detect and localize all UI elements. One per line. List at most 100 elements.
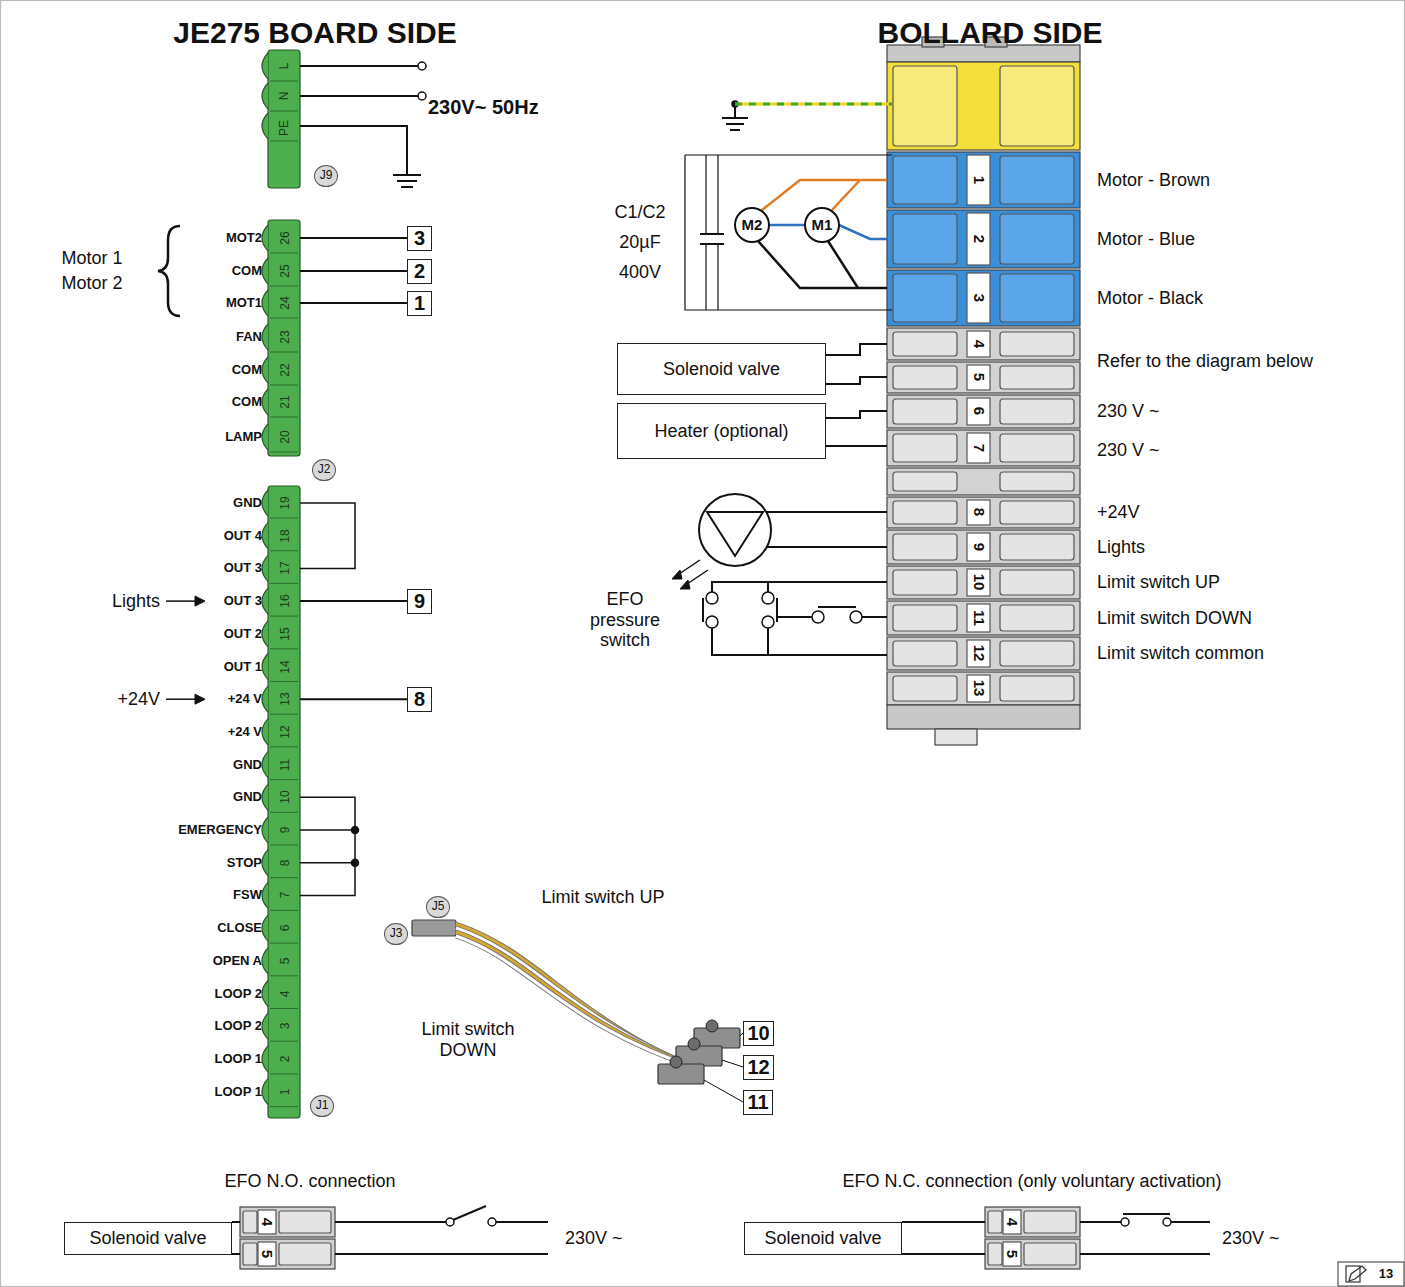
wire-label: Lights xyxy=(112,591,160,612)
terminal-number: 10 xyxy=(970,574,987,591)
terminal-number-plate xyxy=(967,213,990,265)
terminal-row xyxy=(240,1207,335,1237)
screw-clamp xyxy=(988,1243,1002,1265)
connector-scallop xyxy=(262,915,268,941)
screw-clamp xyxy=(893,434,957,462)
pin-name: LOOP 1 xyxy=(215,1051,262,1066)
wire xyxy=(826,344,887,355)
screw-clamp xyxy=(1000,534,1074,560)
motor-wire-blue xyxy=(769,224,805,227)
connector-scallop xyxy=(262,1046,268,1072)
motor-wire-brown xyxy=(832,180,860,210)
wire xyxy=(712,582,887,592)
terminal-row xyxy=(887,152,1080,208)
terminal-row xyxy=(887,362,1080,393)
terminal-number-plate xyxy=(1003,1242,1021,1266)
wire xyxy=(335,1221,446,1223)
switch-contact xyxy=(762,616,774,628)
terminal-row xyxy=(887,62,1080,150)
pin-divider xyxy=(270,352,298,353)
wire xyxy=(496,1221,548,1223)
wire-label: Motor 1 xyxy=(61,248,122,269)
wire-label: 20µF xyxy=(619,232,660,253)
terminal-row xyxy=(985,1239,1080,1269)
wire xyxy=(1171,1221,1210,1223)
edit-icon xyxy=(1349,1266,1366,1281)
terminal-number-plate xyxy=(967,331,990,357)
junction-dot xyxy=(352,859,359,866)
connector-scallop xyxy=(262,784,268,810)
terminal-number: 2 xyxy=(970,235,987,243)
screw-clamp xyxy=(893,332,957,356)
pin-number: 18 xyxy=(279,529,293,542)
connector-scallop xyxy=(262,654,268,680)
pin-number: 11 xyxy=(279,758,293,770)
wire-label: Limit switch DOWN xyxy=(1097,608,1252,629)
pin-name: EMERGENCY xyxy=(178,823,262,838)
terminal-number: 5 xyxy=(1003,1250,1020,1258)
wire-number-box: 11 xyxy=(743,1090,773,1115)
pin-name: COM xyxy=(232,363,262,378)
terminal-number-plate xyxy=(967,365,990,390)
screw-clamp xyxy=(893,676,957,701)
connector-scallop xyxy=(262,555,268,581)
node-text: 10 xyxy=(747,1022,769,1045)
wire-label: Limit switch common xyxy=(1097,643,1264,664)
capacitor-plate xyxy=(712,243,724,245)
pin-name: OPEN A xyxy=(213,953,262,968)
terminal-row xyxy=(887,328,1080,360)
wire-label: 230 V ~ xyxy=(1097,401,1160,422)
heater-box: Heater (optional) xyxy=(617,403,826,459)
screw-clamp xyxy=(1000,366,1074,389)
jumper-wire xyxy=(300,503,355,568)
terminal-number-plate xyxy=(967,433,990,463)
switch-contact xyxy=(762,592,774,604)
supply-label: 230V~ 50Hz xyxy=(428,96,539,119)
wire xyxy=(902,1221,985,1223)
node-text: 9 xyxy=(414,590,425,613)
terminal-row xyxy=(887,468,1080,495)
connector-scallop xyxy=(262,752,268,778)
pin-divider xyxy=(270,746,298,747)
terminal-row xyxy=(240,1239,335,1269)
ground-symbol xyxy=(726,123,744,125)
terminal-number: 1 xyxy=(970,176,987,184)
pin-divider xyxy=(270,81,298,82)
pin-name: GND xyxy=(233,790,262,805)
pin-name: COM xyxy=(232,395,262,410)
pin-number: 1 xyxy=(279,1088,293,1095)
screw-clamp xyxy=(243,1211,257,1233)
wire-label: EFO N.C. connection (only voluntary acti… xyxy=(842,1171,1221,1192)
wire xyxy=(232,1221,240,1223)
connector-scallop xyxy=(262,948,268,974)
capacitor-plate xyxy=(700,243,712,245)
wire-label: Limit switch UP xyxy=(1097,572,1220,593)
wire xyxy=(765,546,887,548)
pin-number: 22 xyxy=(279,363,293,376)
strip-end-cap xyxy=(887,705,1080,729)
terminal-number: 4 xyxy=(970,340,987,348)
node-text: 1 xyxy=(414,292,425,315)
terminal-number-plate xyxy=(967,155,990,205)
junction-dot xyxy=(352,827,359,834)
pin-number: N xyxy=(278,92,292,101)
pin-divider xyxy=(270,1008,298,1009)
pin-number: 10 xyxy=(279,791,293,804)
earth-wire xyxy=(735,103,892,106)
screw-clamp xyxy=(893,534,957,560)
pin-divider xyxy=(270,518,298,519)
pin-name: GND xyxy=(233,496,262,511)
pin-name: LAMP xyxy=(225,430,262,445)
pointer-arrow xyxy=(166,698,196,700)
connector-scallop xyxy=(262,113,268,139)
wire xyxy=(767,628,769,655)
pin-divider xyxy=(270,318,298,319)
connector-scallop xyxy=(262,1079,268,1105)
pin-divider xyxy=(270,253,298,254)
pointer-arrow xyxy=(166,600,196,602)
terminal-number-plate xyxy=(1003,1210,1021,1234)
connector-scallop xyxy=(262,83,268,109)
screw-clamp xyxy=(1024,1211,1076,1233)
jumper-wire xyxy=(300,862,355,864)
pin-number: 20 xyxy=(279,430,293,443)
